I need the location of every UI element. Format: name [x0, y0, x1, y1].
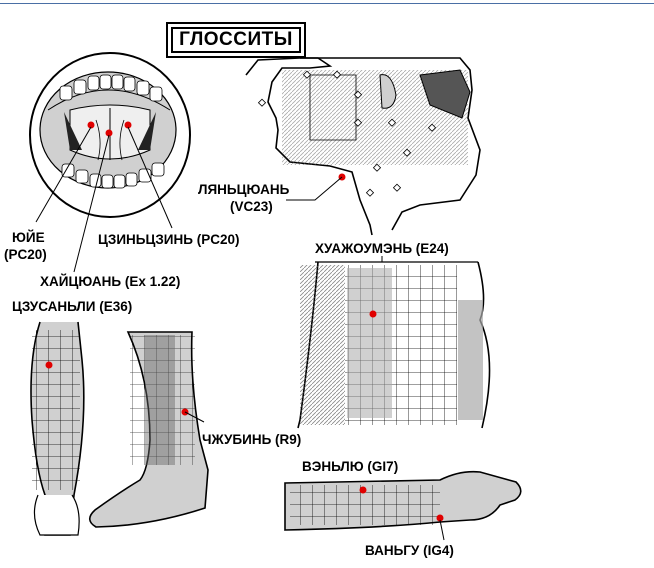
label-haiquan: ХАЙЦЮАНЬ (Ex 1.22) [40, 274, 181, 289]
label-zusanli: ЦЗУСАНЬЛИ (E36) [12, 299, 133, 314]
label-huarou: ХУАЖОУМЭНЬ (E24) [315, 241, 449, 256]
label-zhubin: ЧЖУБИНЬ (R9) [202, 432, 302, 447]
forearm-drawing [284, 470, 522, 541]
front-leg-drawing [30, 321, 85, 536]
side-leg-drawing [88, 331, 209, 528]
label-yuye-code: (PC20) [4, 247, 47, 262]
label-lianquan-code: (VC23) [230, 199, 273, 214]
label-wenliu: ВЭНЬЛЮ (GI7) [302, 459, 399, 474]
head-profile-drawing [245, 57, 481, 236]
abdomen-drawing [297, 256, 491, 429]
top-border-line [0, 3, 654, 4]
title-frame: ГЛОССИТЫ [166, 22, 306, 58]
mouth-drawing [29, 52, 191, 273]
label-lianquan: ЛЯНЬЦЮАНЬ [198, 182, 290, 197]
label-jinjin: ЦЗИНЬЦЗИНЬ (PC20) [98, 232, 240, 247]
page-title: ГЛОССИТЫ [179, 29, 293, 50]
label-wangu: ВАНЬГУ (IG4) [365, 543, 454, 558]
label-yuye: ЮЙЕ [12, 230, 45, 245]
